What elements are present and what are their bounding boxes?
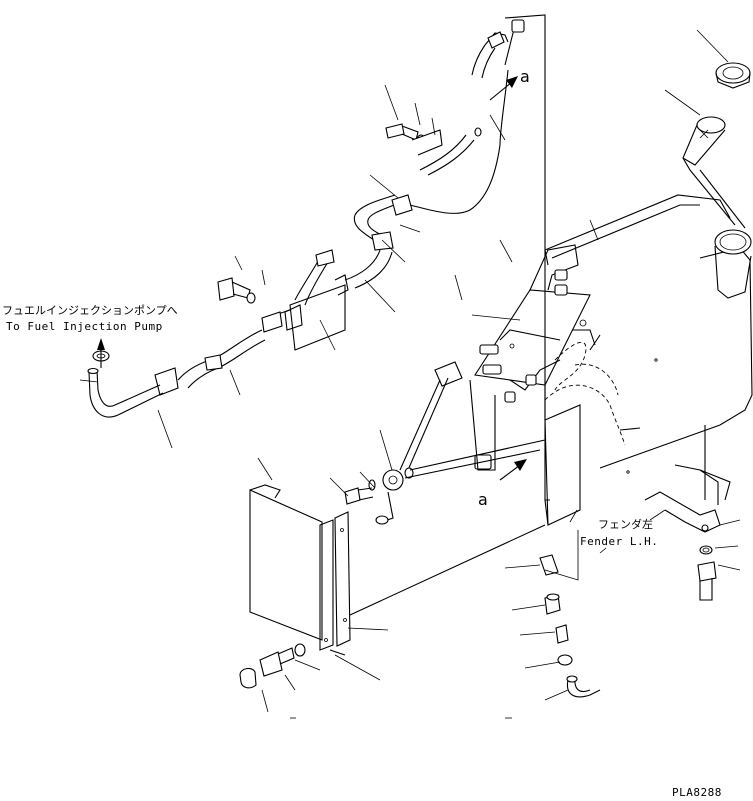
view-a-arrow-top: [489, 76, 518, 101]
fuel-pump-label-en: To Fuel Injection Pump: [6, 320, 163, 333]
filler-cap: [715, 62, 751, 89]
drain-parts: [539, 554, 601, 698]
fuel-hose-lower: [87, 329, 266, 418]
fender-label-en: Fender L.H.: [580, 535, 658, 548]
fuel-pump-label-jp: フュエルインジェクションポンプへ: [2, 304, 178, 317]
lever: [344, 361, 463, 525]
tank-bracket: [469, 244, 596, 471]
fender-label-jp: フェンダ左: [598, 517, 653, 531]
bolt-upper: [385, 123, 443, 156]
side-cover-plate: [504, 14, 581, 526]
bolt-middle: [217, 277, 256, 304]
fuel-hose-upper: [409, 19, 525, 214]
lower-cover-plate: [249, 484, 351, 651]
view-a-label-bottom: a: [478, 490, 488, 509]
bottom-bolt: [239, 643, 306, 689]
filler-neck: [714, 229, 752, 299]
clamp-plate: [261, 274, 349, 351]
fuel-pump-arrow: [97, 338, 105, 368]
leader-lines: [79, 29, 741, 719]
view-a-arrow-bottom: [499, 459, 527, 481]
tank-support: [644, 425, 731, 601]
drawing-number: PLA8288: [672, 786, 722, 799]
filler-pipe: [682, 116, 726, 166]
fuel-hose-middle: [294, 194, 413, 306]
view-a-label-top: a: [520, 67, 530, 86]
